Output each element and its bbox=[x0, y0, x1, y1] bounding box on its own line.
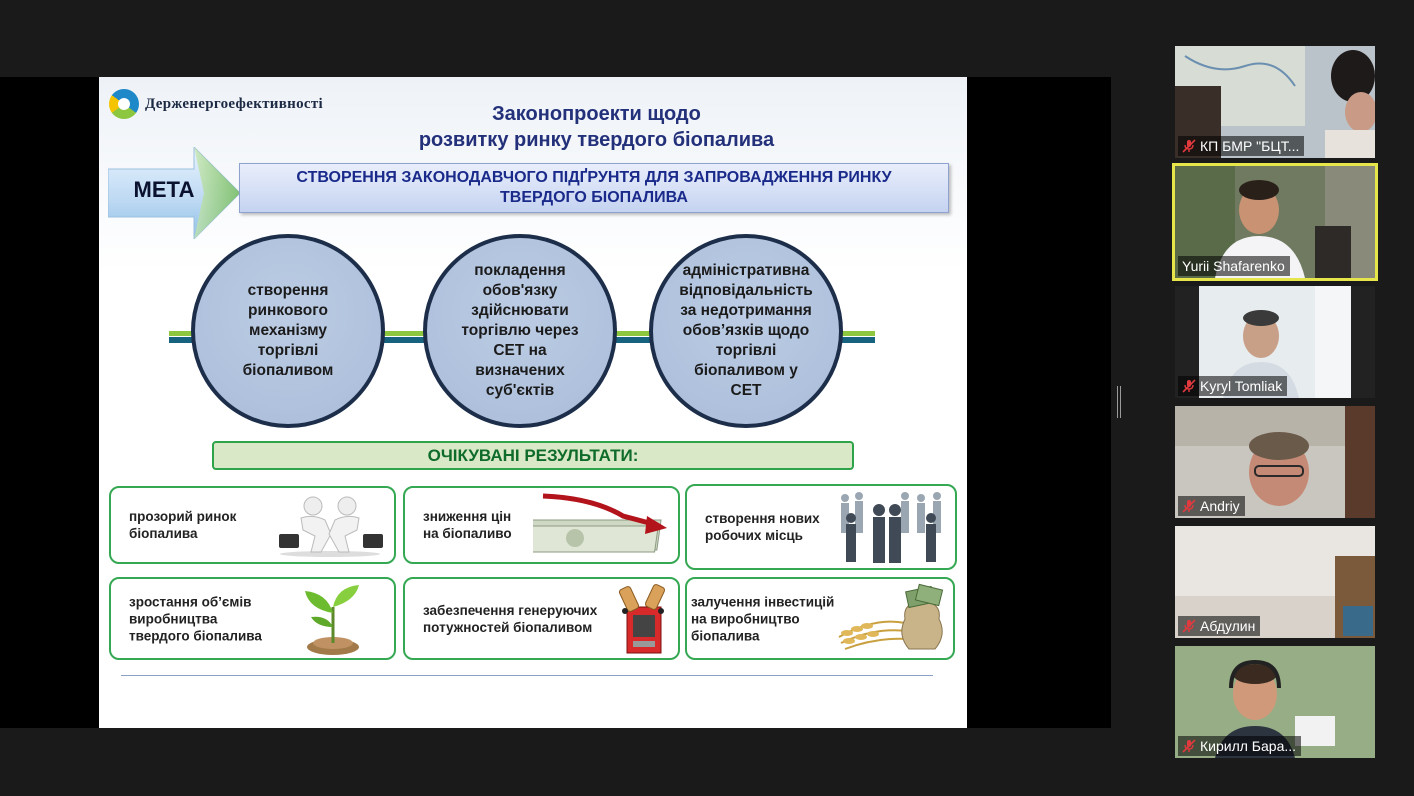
slide-title-line-2: розвитку ринку твердого біопалива bbox=[418, 129, 775, 151]
result-text: прозорий ринок біопалива bbox=[129, 509, 237, 541]
participant-name: Абдулин bbox=[1200, 618, 1256, 634]
business-people-crowd-icon bbox=[841, 492, 941, 563]
result-generating-capacity: забезпечення генеруючих потужностей біоп… bbox=[403, 577, 680, 660]
wheat-and-money-bag-icon bbox=[838, 583, 944, 650]
sprout-on-pellets-icon bbox=[305, 585, 359, 655]
presentation-slide: Держенергоефективності Законопроекти щод… bbox=[99, 77, 967, 728]
participant-name-tag: Кирилл Бара... bbox=[1178, 736, 1302, 756]
participant-name: Andriy bbox=[1200, 498, 1240, 514]
participant-video bbox=[1175, 286, 1375, 398]
mic-off-icon bbox=[1182, 739, 1196, 753]
participant-tile[interactable]: Абдулин bbox=[1175, 526, 1375, 638]
result-price-reduction: зниження цін на біопаливо bbox=[403, 486, 680, 564]
goal-circle-administrative-liability: адміністративна відповідальність за недо… bbox=[649, 234, 843, 428]
logo-text: Держенергоефективності bbox=[145, 95, 323, 112]
participant-tile[interactable]: КП БМР "БЦТ... bbox=[1175, 46, 1375, 158]
mic-off-icon bbox=[1182, 379, 1196, 393]
result-investment: залучення інвестицій на виробництво біоп… bbox=[685, 577, 955, 660]
result-new-jobs: створення нових робочих місць bbox=[685, 484, 957, 570]
falling-money-chart-icon bbox=[533, 493, 667, 553]
result-text: створення нових робочих місць bbox=[705, 511, 820, 543]
participant-name-tag: Andriy bbox=[1178, 496, 1245, 516]
logo-mark-icon bbox=[109, 89, 139, 119]
participant-tile[interactable]: Andriy bbox=[1175, 406, 1375, 518]
participant-tile[interactable]: Кирилл Бара... bbox=[1175, 646, 1375, 758]
participant-name: Yurii Shafarenko bbox=[1182, 258, 1285, 274]
result-text: забезпечення генеруючих потужностей біоп… bbox=[423, 602, 598, 635]
result-transparent-market: прозорий ринок біопалива bbox=[109, 486, 396, 564]
expected-results-header: ОЧІКУВАНІ РЕЗУЛЬТАТИ: bbox=[212, 441, 854, 470]
goal-label: МЕТА bbox=[133, 177, 195, 202]
goal-circle-trading-obligation: покладення обов'язку здійснювати торгівл… bbox=[423, 234, 617, 428]
result-production-growth: зростання об’ємів виробництва твердого б… bbox=[109, 577, 396, 660]
panel-resize-handle-icon[interactable] bbox=[1117, 386, 1121, 418]
goal-circle-market-mechanism: створення ринкового механізму торгівлі б… bbox=[191, 234, 385, 428]
slide-footer-divider bbox=[121, 675, 933, 676]
slide-title: Законопроекти щодо розвитку ринку твердо… bbox=[349, 101, 844, 153]
participant-name: Кирилл Бара... bbox=[1200, 738, 1297, 754]
participant-tile[interactable]: Kyryl Tomliak bbox=[1175, 286, 1375, 398]
participant-name: Kyryl Tomliak bbox=[1200, 378, 1283, 394]
slide-title-line-1: Законопроекти щодо bbox=[492, 103, 701, 125]
participant-tile-active-speaker[interactable]: Yurii Shafarenko bbox=[1172, 163, 1378, 281]
participant-name-tag: Абдулин bbox=[1178, 616, 1261, 636]
mic-off-icon bbox=[1182, 619, 1196, 633]
mic-off-icon bbox=[1182, 499, 1196, 513]
result-text: залучення інвестицій на виробництво біоп… bbox=[691, 594, 835, 643]
participant-name-tag: Yurii Shafarenko bbox=[1178, 256, 1290, 276]
handshake-figures-icon bbox=[279, 496, 383, 557]
agency-logo: Держенергоефективності bbox=[109, 89, 323, 119]
result-text: зниження цін на біопаливо bbox=[423, 509, 512, 541]
mic-off-icon bbox=[1182, 139, 1196, 153]
goal-arrow-icon bbox=[108, 147, 240, 239]
goal-statement: СТВОРЕННЯ ЗАКОНОДАВЧОГО ПІДҐРУНТЯ ДЛЯ ЗА… bbox=[239, 163, 949, 213]
result-text: зростання об’ємів виробництва твердого б… bbox=[129, 594, 262, 643]
participant-name-tag: КП БМР "БЦТ... bbox=[1178, 136, 1305, 156]
participant-name-tag: Kyryl Tomliak bbox=[1178, 376, 1288, 396]
boiler-with-logs-icon bbox=[618, 584, 666, 654]
participant-name: КП БМР "БЦТ... bbox=[1200, 138, 1300, 154]
